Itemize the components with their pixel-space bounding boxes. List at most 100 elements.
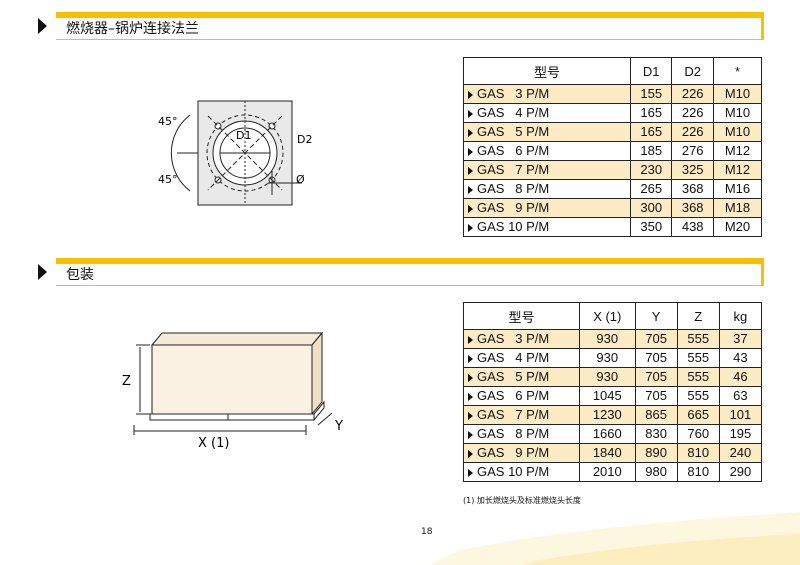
footnote: (1) 加长燃烧头及标准燃烧头长度	[463, 496, 581, 505]
model-name: GAS 9 P/M	[477, 200, 550, 215]
table-row: GAS 5 P/M 165 226 M10	[463, 122, 763, 142]
model-cell: GAS 10 P/M	[463, 217, 631, 237]
table-row: GAS 8 P/M 265 368 M16	[463, 179, 763, 199]
thread-cell: M10	[712, 84, 763, 104]
decorative-swoosh	[430, 512, 800, 565]
y-cell: 705	[634, 386, 678, 406]
col-header-kg: kg	[718, 302, 763, 330]
row-arrow-icon	[468, 147, 473, 156]
model-name: GAS 5 P/M	[477, 369, 550, 384]
col-header-thread: *	[712, 57, 763, 85]
thread-cell: M12	[712, 141, 763, 161]
angle-top-label: 45°	[158, 115, 178, 128]
y-cell: 980	[634, 462, 678, 482]
z-cell: 555	[676, 348, 720, 368]
d2-cell: 438	[671, 217, 714, 237]
x-cell: 930	[579, 329, 636, 349]
model-name: GAS 5 P/M	[477, 124, 550, 139]
pallet-base	[149, 413, 315, 421]
package-diagram: Z X (1) Y	[122, 331, 343, 451]
table-row: GAS 9 P/M 1840 890 810 240	[463, 443, 763, 463]
kg-cell: 43	[718, 348, 763, 368]
col-header-d2: D2	[671, 57, 714, 85]
model-cell: GAS 6 P/M	[463, 141, 631, 161]
x-cell: 1660	[579, 424, 636, 444]
model-name: GAS 8 P/M	[477, 426, 550, 441]
thread-cell: M20	[712, 217, 763, 237]
row-arrow-icon	[468, 335, 473, 344]
model-name: GAS 3 P/M	[477, 86, 550, 101]
package-table: 型号 X (1) Y Z kg GAS 3 P/M 930 705 555 37…	[463, 302, 763, 482]
box-front-face	[151, 344, 313, 415]
d1-cell: 350	[629, 217, 673, 237]
x-cell: 1045	[579, 386, 636, 406]
table-row: GAS 9 P/M 300 368 M18	[463, 198, 763, 218]
row-arrow-icon	[468, 468, 473, 477]
table-row: GAS 6 P/M 185 276 M12	[463, 141, 763, 161]
d2-cell: 226	[671, 84, 714, 104]
model-cell: GAS 4 P/M	[463, 348, 580, 368]
d1-label: D1	[236, 129, 251, 142]
model-cell: GAS 5 P/M	[463, 122, 631, 142]
flange-diagram: 45° 45° D1 D2 Ø	[158, 100, 312, 206]
y-label: Y	[334, 419, 343, 434]
table-row: GAS 10 P/M 350 438 M20	[463, 217, 763, 237]
d2-label: D2	[297, 133, 312, 146]
row-arrow-icon	[468, 449, 473, 458]
thread-cell: M18	[712, 198, 763, 218]
model-name: GAS 3 P/M	[477, 331, 550, 346]
model-cell: GAS 9 P/M	[463, 198, 631, 218]
y-cell: 705	[634, 367, 678, 387]
row-arrow-icon	[468, 90, 473, 99]
kg-cell: 37	[718, 329, 763, 349]
page-number: 18	[421, 527, 433, 537]
col-header-y: Y	[634, 302, 678, 330]
d1-cell: 165	[629, 103, 673, 123]
x-cell: 2010	[579, 462, 636, 482]
z-cell: 555	[676, 329, 720, 349]
model-name: GAS 7 P/M	[477, 407, 550, 422]
row-arrow-icon	[468, 185, 473, 194]
model-name: GAS 10 P/M	[477, 219, 550, 234]
kg-cell: 290	[718, 462, 763, 482]
table-row: GAS 6 P/M 1045 705 555 63	[463, 386, 763, 406]
model-cell: GAS 7 P/M	[463, 160, 631, 180]
table-row: GAS 3 P/M 930 705 555 37	[463, 329, 763, 349]
col-header-x: X (1)	[579, 302, 636, 330]
d2-cell: 276	[671, 141, 714, 161]
model-name: GAS 10 P/M	[477, 464, 550, 479]
pallet-side	[313, 400, 325, 422]
table-row: GAS 7 P/M 230 325 M12	[463, 160, 763, 180]
model-cell: GAS 4 P/M	[463, 103, 631, 123]
col-header-z: Z	[676, 302, 720, 330]
row-arrow-icon	[468, 204, 473, 213]
table-row: GAS 10 P/M 2010 980 810 290	[463, 462, 763, 482]
model-cell: GAS 9 P/M	[463, 443, 580, 463]
thread-cell: M10	[712, 122, 763, 142]
row-arrow-icon	[468, 430, 473, 439]
row-arrow-icon	[468, 128, 473, 137]
thread-cell: M10	[712, 103, 763, 123]
flange-table: 型号 D1 D2 * GAS 3 P/M 155 226 M10 GAS 4 P…	[463, 57, 763, 237]
model-cell: GAS 8 P/M	[463, 424, 580, 444]
model-name: GAS 4 P/M	[477, 105, 550, 120]
z-cell: 555	[676, 386, 720, 406]
d2-cell: 368	[671, 198, 714, 218]
y-cell: 830	[634, 424, 678, 444]
model-cell: GAS 8 P/M	[463, 179, 631, 199]
model-name: GAS 4 P/M	[477, 350, 550, 365]
d2-cell: 226	[671, 122, 714, 142]
y-cell: 865	[634, 405, 678, 425]
section-bar-frame	[56, 258, 764, 286]
model-cell: GAS 3 P/M	[463, 84, 631, 104]
phi-label: Ø	[296, 173, 305, 186]
section-arrow-icon	[38, 264, 47, 280]
d1-cell: 155	[629, 84, 673, 104]
box-side-face	[311, 331, 323, 416]
table-header-row: 型号 D1 D2 *	[463, 57, 763, 85]
kg-cell: 63	[718, 386, 763, 406]
table-row: GAS 4 P/M 930 705 555 43	[463, 348, 763, 368]
x-cell: 1230	[579, 405, 636, 425]
x-label: X (1)	[198, 436, 229, 451]
x-cell: 930	[579, 348, 636, 368]
